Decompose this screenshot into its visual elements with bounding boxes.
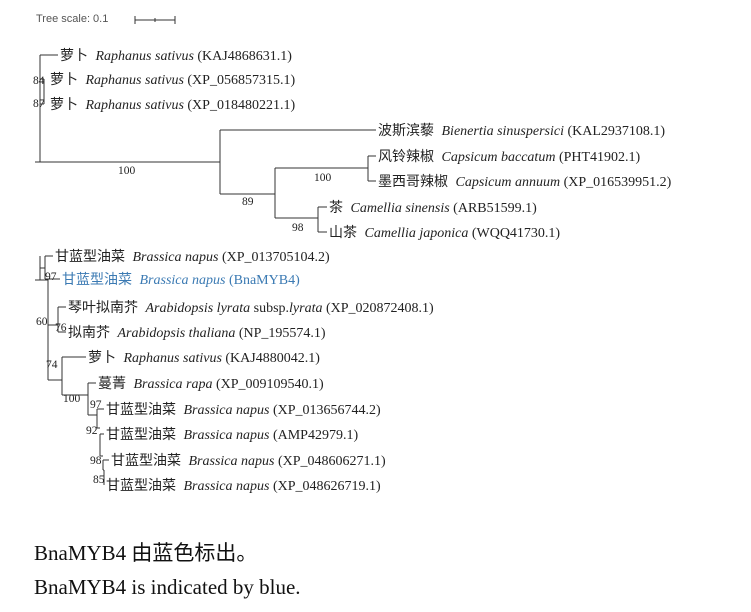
bootstrap-value: 85 [93, 474, 105, 486]
leaf-label: 萝卜 Raphanus sativus (XP_018480221.1) [50, 97, 295, 113]
leaf-label-highlighted: 甘蓝型油菜 Brassica napus (BnaMYB4) [62, 272, 300, 288]
bootstrap-value: 84 [33, 75, 45, 87]
tree-scale-label: Tree scale: 0.1 [36, 13, 108, 25]
bootstrap-value: 98 [292, 222, 304, 234]
leaf-label: 琴叶拟南芥 Arabidopsis lyrata subsp.lyrata (X… [68, 300, 434, 316]
leaf-label: 萝卜 Raphanus sativus (KAJ4868631.1) [60, 48, 292, 64]
leaf-label: 甘蓝型油菜 Brassica napus (AMP42979.1) [106, 427, 358, 443]
tree-scale-bar [134, 16, 176, 24]
bootstrap-value: 74 [46, 359, 58, 371]
leaf-label: 蔓菁 Brassica rapa (XP_009109540.1) [98, 376, 324, 392]
leaf-label: 墨西哥辣椒 Capsicum annuum (XP_016539951.2) [378, 174, 672, 190]
bootstrap-value: 98 [90, 455, 102, 467]
bootstrap-value: 92 [86, 425, 98, 437]
bootstrap-value: 97 [90, 399, 102, 411]
bootstrap-value: 60 [36, 316, 48, 328]
bootstrap-value: 76 [55, 322, 67, 334]
leaf-label: 萝卜 Raphanus sativus (XP_056857315.1) [50, 72, 295, 88]
bootstrap-value: 87 [33, 98, 45, 110]
bootstrap-value: 89 [242, 196, 254, 208]
bootstrap-values: 84 87 100 100 89 98 97 60 76 74 100 97 92 98 85 [33, 75, 332, 486]
leaf-label: 风铃辣椒 Capsicum baccatum (PHT41902.1) [378, 149, 641, 165]
leaf-label: 甘蓝型油菜 Brassica napus (XP_013705104.2) [55, 249, 330, 265]
caption-chinese: BnaMYB4 由蓝色标出。 [34, 541, 258, 565]
bootstrap-value: 100 [118, 165, 136, 177]
leaf-labels: 萝卜 Raphanus sativus (KAJ4868631.1) 萝卜 Rap… [50, 48, 672, 494]
tree-branches [35, 54, 376, 485]
leaf-label: 波斯滨藜 Bienertia sinuspersici (KAL2937108.… [378, 123, 665, 139]
leaf-label: 萝卜 Raphanus sativus (KAJ4880042.1) [88, 350, 320, 366]
caption-english: BnaMYB4 is indicated by blue. [34, 575, 301, 599]
bootstrap-value: 100 [63, 393, 81, 405]
leaf-label: 山茶 Camellia japonica (WQQ41730.1) [329, 225, 560, 241]
leaf-label: 甘蓝型油菜 Brassica napus (XP_013656744.2) [106, 402, 381, 418]
leaf-label: 拟南芥 Arabidopsis thaliana (NP_195574.1) [68, 325, 326, 341]
phylogenetic-tree: Tree scale: 0.1 84 87 100 100 89 98 97 60 76 74 10… [33, 13, 672, 494]
bootstrap-value: 97 [45, 271, 57, 283]
leaf-label: 甘蓝型油菜 Brassica napus (XP_048606271.1) [111, 453, 386, 469]
bootstrap-value: 100 [314, 172, 332, 184]
leaf-label: 茶 Camellia sinensis (ARB51599.1) [329, 200, 537, 216]
leaf-label: 甘蓝型油菜 Brassica napus (XP_048626719.1) [106, 478, 381, 494]
